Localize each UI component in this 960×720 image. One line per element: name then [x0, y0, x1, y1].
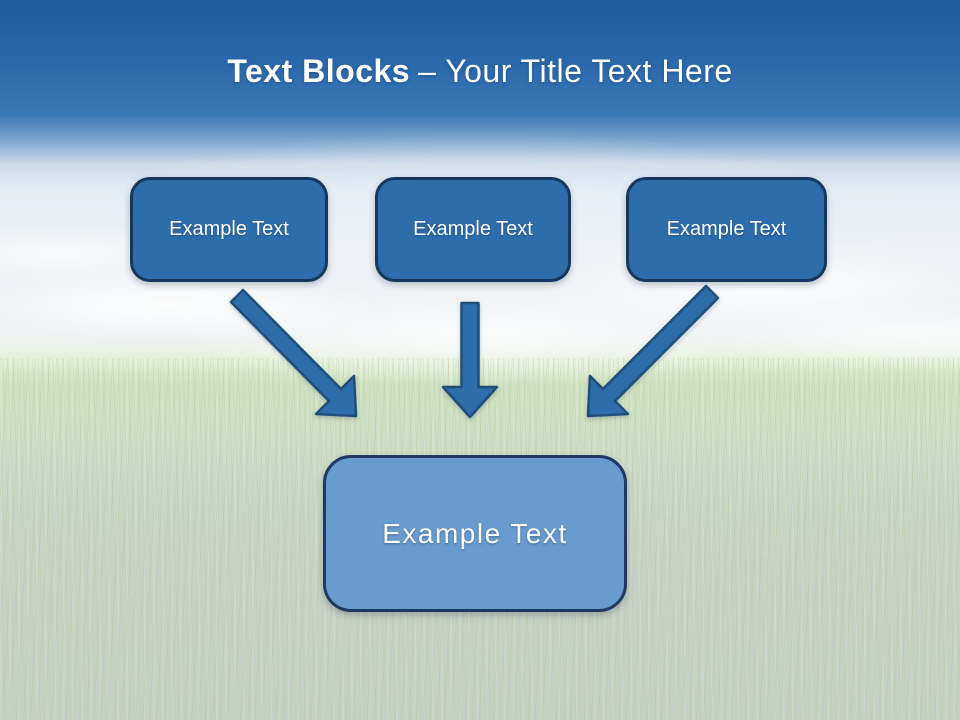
arrow-down-icon[interactable] [441, 301, 499, 419]
slide-title-bold: Text Blocks [227, 53, 411, 89]
arrow-down-right-icon[interactable] [229, 288, 358, 418]
text-block-left[interactable]: Example Text [130, 177, 328, 282]
text-block-right[interactable]: Example Text [626, 177, 827, 282]
slide-title-rest: – Your Title Text Here [418, 53, 733, 89]
block-label: Example Text [666, 218, 787, 240]
block-label: Example Text [169, 218, 289, 240]
arrow-down-left-icon[interactable] [586, 284, 720, 418]
text-block-result[interactable]: Example Text [323, 455, 627, 612]
text-block-middle[interactable]: Example Text [375, 177, 571, 282]
block-label: Example Text [413, 218, 533, 240]
block-label: Example Text [382, 517, 568, 549]
slide-title[interactable]: Text Blocks– Your Title Text Here [0, 53, 960, 89]
